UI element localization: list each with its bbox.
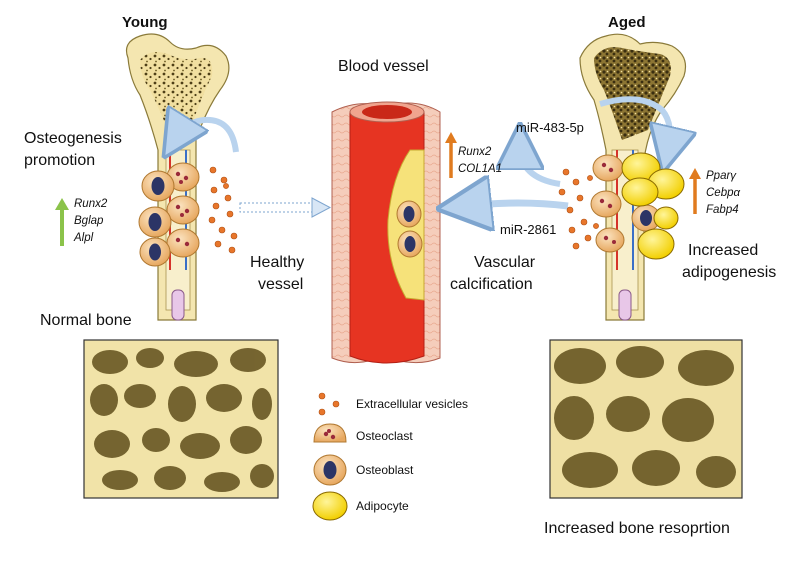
vessel-gene-runx2: Runx2 [458,146,492,158]
aged-upregulation-arrow [689,168,701,214]
aged-title: Aged [608,14,646,31]
osteoclast-cell [595,227,625,253]
plaque-cell [396,200,422,228]
legend-label-vesicles: Extracellular vesicles [356,397,469,411]
healthy-vessel-line1: Healthy [250,254,305,271]
osteoclast-icon [313,423,347,443]
young-gene-runx2: Runx2 [74,198,108,210]
vascular-calcification-line2: calcification [450,276,533,293]
blood-vessel-title: Blood vessel [338,58,429,75]
aged-gene-cebp: Cebpα [706,187,741,199]
mirna-483-5p-label: miR-483-5p [516,120,584,135]
mir-2861-arrow [464,203,569,206]
resorbed-bone-texture [549,339,743,499]
adipogenesis-label-line1: Increased [688,242,759,259]
aged-cell-cluster [590,152,685,260]
young-vesicle-cluster [208,166,238,254]
osteogenesis-label-line2: promotion [24,152,96,169]
healthy-transfer-arrow [239,197,332,218]
osteoclast-cell [166,195,200,225]
osteoblast-cell [141,170,175,202]
legend-label-adipocyte: Adipocyte [356,499,409,513]
adipogenesis-label-line2: adipogenesis [682,264,777,281]
adipocyte-cell [653,206,679,230]
vascular-calcification-line1: Vascular [474,254,536,271]
osteoclast-cell [592,154,624,182]
blood-vessel [331,101,441,364]
young-cell-cluster [138,162,200,267]
young-title: Young [122,14,168,31]
osteoblast-icon [313,454,347,486]
young-upregulation-arrow [55,198,69,246]
osteogenesis-label-line1: Osteogenesis [24,130,122,147]
vessel-upregulation-arrow [445,132,457,178]
aged-vesicle-cluster [558,168,599,250]
healthy-vessel-line2: vessel [258,276,304,293]
osteoclast-cell [166,228,200,258]
osteoclast-cell [166,162,200,192]
osteoblast-cell [138,206,172,238]
osteoblast-cell [139,237,171,267]
legend-label-osteoclast: Osteoclast [356,429,413,443]
normal-bone-texture [83,339,279,499]
young-gene-alpl: Alpl [74,232,94,244]
young-gene-bglap: Bglap [74,215,104,227]
aged-gene-fabp4: Fabp4 [706,204,739,216]
adipocyte-cell [621,177,659,207]
adipocyte-cell [637,228,675,260]
vesicle-icon [318,392,340,416]
legend-label-osteoblast: Osteoblast [356,463,414,477]
adipocyte-icon [312,491,348,521]
bone-resorption-label: Increased bone resoprtion [544,520,730,537]
aged-efflux-arrow [599,96,670,150]
aged-gene-ppar: Pparγ [706,170,737,182]
mirna-2861-label: miR-2861 [500,222,557,237]
osteoclast-cell [590,190,622,218]
vessel-gene-col1a1: COL1A1 [458,163,503,175]
young-uptake-arrow [176,120,239,152]
plaque-cell [397,230,423,258]
normal-bone-label: Normal bone [40,312,132,329]
mir-483-5p-arrow [520,146,561,187]
